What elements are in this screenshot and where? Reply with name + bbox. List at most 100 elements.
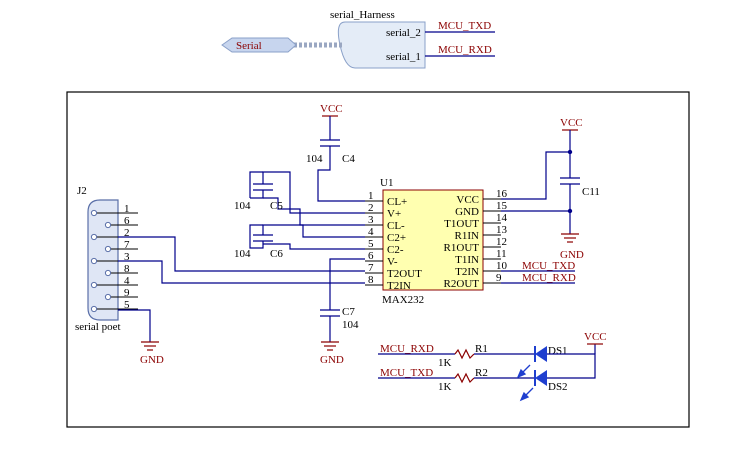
j2-pin-number: 7 [124,239,130,251]
db9-pin-hole [104,245,112,253]
led-net-rxd: MCU_RXD [380,343,434,355]
gnd-label: GND [560,249,584,261]
ic-pin-number: 12 [496,236,507,248]
ic-pin-number: 16 [496,188,508,200]
ic-body [382,189,484,291]
j2-pin-number: 2 [124,227,130,239]
capacitor-c4[interactable]: VCC 104 C4 [306,103,365,202]
ic-pin-number: 10 [496,260,508,272]
j2-pin-number: 8 [124,263,130,275]
wire-j2-pin2-t2out [118,236,365,272]
c6-ref: C6 [270,248,283,260]
net-label-txd: MCU_TXD [522,260,575,272]
ic-pin-name: C2- [387,244,404,256]
db9-pin-hole [90,257,98,265]
led-circuit[interactable]: MCU_RXD R1 1K MCU_TXD R2 1K DS1 DS2 VCC [378,331,607,402]
vcc-label: VCC [320,103,343,115]
db9-pin-hole [90,281,98,289]
j2-designator: J2 [77,185,87,197]
r2-ref: R2 [475,367,488,379]
db9-pin-hole [104,293,112,301]
capacitor-c6[interactable]: 104 C6 [234,224,365,260]
capacitor-c5[interactable]: 104 C5 [234,171,365,226]
db9-pin-hole [90,305,98,313]
db9-pin-hole [104,269,112,277]
ic-pin-number: 9 [496,272,502,284]
ic-pin-number: 8 [368,274,374,286]
led-net-txd: MCU_TXD [380,367,433,379]
ds1-ref: DS1 [548,345,568,357]
j2-pin-number: 9 [124,287,130,299]
connector-j2[interactable]: J2 serial poet 1 6 2 7 3 8 4 9 5 [75,185,138,333]
resistor-r2[interactable] [454,372,475,384]
capacitor-c11[interactable]: VCC C11 [501,117,600,234]
resistor-r1[interactable] [454,348,475,360]
j2-pin-number: 3 [124,251,130,263]
serial-harness[interactable]: serial_Harness Serial serial_2 serial_1 … [221,9,495,69]
ds2-ref: DS2 [548,381,568,393]
c7-value: 104 [342,319,359,331]
ic-pin-number: 5 [368,238,374,250]
ic-pin-name: T1IN [455,254,479,266]
j2-pin-number: 6 [124,215,130,227]
r1-value: 1K [438,357,452,369]
db9-shell [87,199,119,321]
gnd-symbol-c11: GND [560,233,584,261]
j2-pin-number: 4 [124,275,130,287]
vcc-label: VCC [560,117,583,129]
r1-ref: R1 [475,343,488,355]
led-ds2[interactable] [535,370,547,386]
vcc-label: VCC [584,331,607,343]
wire-j2-pin3-t2in [118,260,365,284]
ic-pin-number: 2 [368,202,374,214]
gnd-symbol-c7: GND [320,341,344,366]
harness-net-txd: MCU_TXD [438,20,491,32]
db9-pin-hole [90,233,98,241]
ic-pin-name: CL+ [387,196,407,208]
serial-port-shape[interactable] [221,37,297,53]
u1-designator: U1 [380,177,393,189]
ic-pin-name: T1OUT [444,218,479,230]
ic-pin-name: R1IN [455,230,480,242]
ic-pin-name: T2IN [387,280,411,292]
c5-ref: C5 [270,200,283,212]
harness-net-rxd: MCU_RXD [438,44,492,56]
ic-pin-name: R2OUT [444,278,480,290]
ic-pin-name: GND [455,206,479,218]
ic-pin-number: 11 [496,248,507,260]
ic-pin-name: V- [387,256,398,268]
ic-pin-number: 13 [496,224,508,236]
ic-pin-number: 3 [368,214,374,226]
ic-pin-name: V+ [387,208,401,220]
ic-pin-number: 15 [496,200,508,212]
sheet-frame [66,91,690,428]
ic-pin-number: 1 [368,190,374,202]
gnd-symbol-j2: GND [118,309,164,366]
db9-pin-hole [104,221,112,229]
ic-pin-number: 14 [496,212,508,224]
ic-pin-name: T2OUT [387,268,422,280]
capacitor-c7[interactable]: C7 104 [320,258,365,342]
c7-ref: C7 [342,306,355,318]
harness-title: serial_Harness [330,9,395,21]
ic-pin-number: 4 [368,226,374,238]
ic-pin-number: 7 [368,262,374,274]
c6-value: 104 [234,248,251,260]
j2-pin-number: 5 [124,299,130,311]
serial-port-label: Serial [236,40,262,52]
j2-pin-number: 1 [124,203,130,215]
u1-part: MAX232 [382,294,424,306]
ic-pin-name: C2+ [387,232,406,244]
ic-pin-name: T2IN [455,266,479,278]
j2-name: serial poet [75,321,121,333]
harness-entry-serial-2: serial_2 [386,27,421,39]
led-ds1[interactable] [535,346,547,362]
c4-value: 104 [306,153,323,165]
gnd-label: GND [140,354,164,366]
ic-pin-name: R1OUT [444,242,480,254]
r2-value: 1K [438,381,452,393]
net-label-rxd: MCU_RXD [522,272,576,284]
c5-value: 104 [234,200,251,212]
c11-ref: C11 [582,186,600,198]
